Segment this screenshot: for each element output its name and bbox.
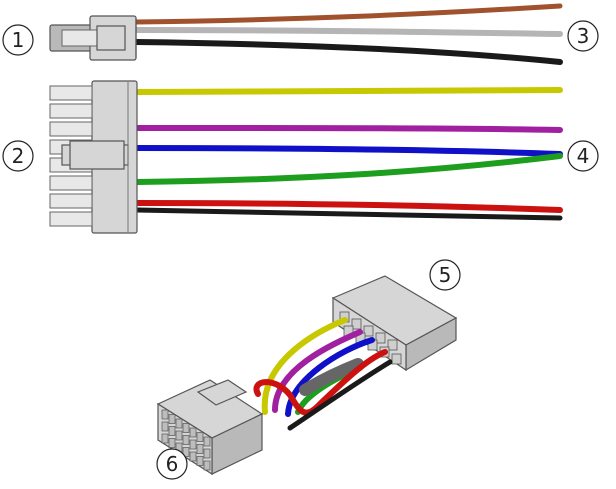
adapter-blue-wire [285, 337, 375, 417]
blue-wire [134, 145, 563, 157]
black-wire-2 [134, 207, 563, 221]
large-multi-pin-connector-icon [49, 80, 138, 234]
bottom-slot [168, 414, 176, 424]
callout-5-label: 5 [439, 263, 452, 287]
bottom-slot [161, 421, 169, 432]
bottom-slot [203, 436, 211, 447]
bottom-slot [189, 451, 197, 462]
top-slot [375, 332, 386, 344]
adapter-red-wire [253, 349, 388, 416]
wire-harness-adapter-icon [156, 275, 458, 476]
pin-slot [49, 121, 93, 137]
pin-slot [49, 103, 93, 119]
bottom-slot [182, 423, 190, 433]
callout-2: 2 [2, 140, 34, 172]
bottom-slot [161, 409, 169, 420]
bottom-slot [196, 432, 204, 442]
callout-5: 5 [429, 259, 461, 291]
callout-4-label: 4 [577, 144, 590, 168]
pin-slot [49, 175, 93, 191]
bottom-slot [189, 427, 197, 438]
bottom-slot [175, 418, 183, 429]
callout-6-label: 6 [166, 452, 179, 476]
green-wire [134, 153, 563, 185]
bottom-slot [175, 430, 183, 441]
callout-2-label: 2 [12, 144, 25, 168]
bottom-slot [182, 435, 190, 445]
bottom-slot [196, 444, 204, 454]
callout-4: 4 [567, 140, 599, 172]
top-slot [351, 318, 362, 330]
large-connector-wires [134, 87, 563, 221]
pin-slot [49, 85, 93, 101]
bottom-slot [161, 433, 169, 444]
bottom-slot [189, 439, 197, 450]
adapter-gray-sleeve [299, 358, 364, 396]
callout-1-label: 1 [12, 28, 25, 52]
bottom-slot [203, 460, 211, 471]
callout-6: 6 [156, 448, 188, 480]
black-wire [132, 39, 563, 65]
red-wire [134, 200, 563, 213]
callout-3-label: 3 [577, 24, 590, 48]
yellow-wire [134, 87, 563, 95]
bottom-slot [168, 426, 176, 436]
bottom-slot [203, 448, 211, 459]
adapter-yellow-wire [261, 317, 348, 415]
bottom-slot [168, 438, 176, 448]
top-connector-slots [339, 311, 402, 365]
small-connector-wires [132, 3, 563, 65]
purple-wire [134, 125, 563, 133]
adapter-black-wire [287, 359, 393, 431]
bottom-slot [196, 456, 204, 466]
adapter-purple-wire [272, 329, 363, 413]
top-slot [391, 353, 402, 365]
pin-slot [49, 193, 93, 209]
callout-3: 3 [567, 20, 599, 52]
callout-1: 1 [2, 24, 34, 56]
small-2-pin-connector-icon [49, 15, 137, 61]
bottom-slot [182, 447, 190, 457]
pin-slot [49, 211, 93, 227]
gray-wire [132, 27, 563, 37]
top-slot [363, 325, 374, 337]
top-slot [387, 339, 398, 351]
bottom-connector-slots [161, 409, 211, 471]
brown-wire [132, 3, 563, 25]
